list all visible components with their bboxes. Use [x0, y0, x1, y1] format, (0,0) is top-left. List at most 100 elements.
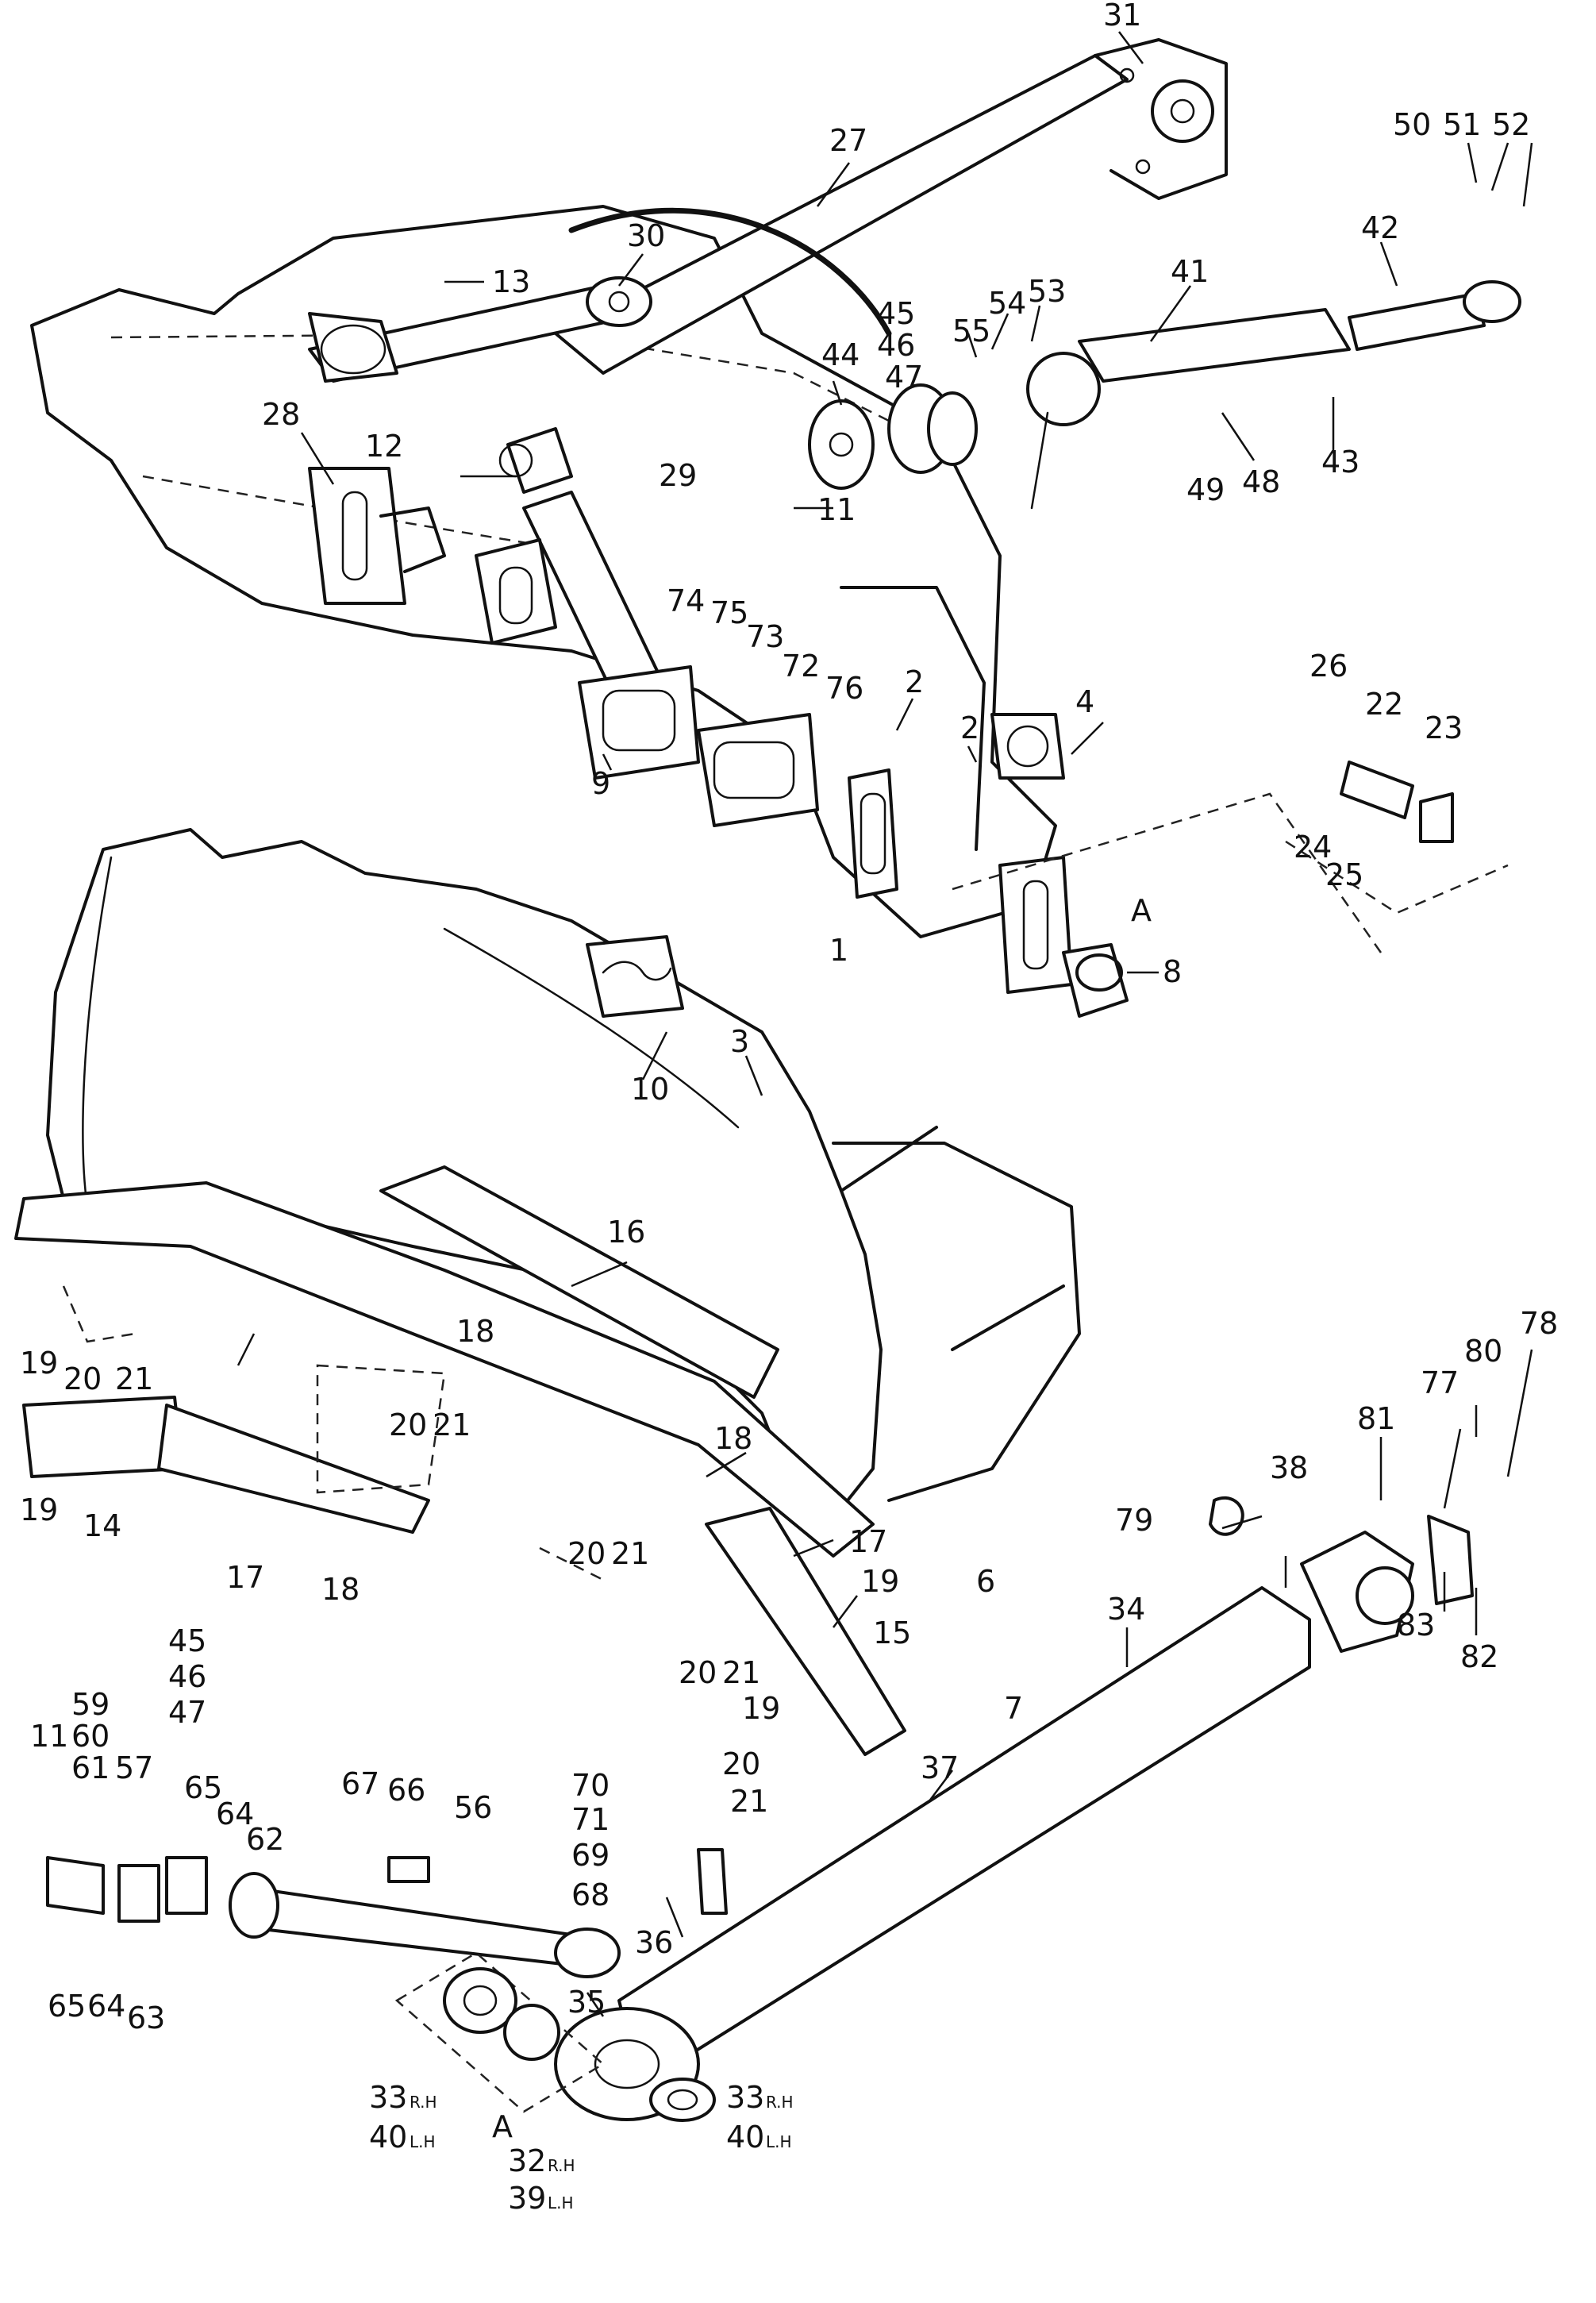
callout-39-lh: L.H — [548, 2193, 574, 2212]
callout-54: 54 — [988, 286, 1026, 321]
callout-83: 83 — [1397, 1608, 1435, 1643]
callout-49: 49 — [1186, 472, 1225, 507]
adjust-plates-left — [46, 1856, 208, 1923]
callout-60: 60 — [71, 1719, 110, 1754]
callout-69: 69 — [571, 1838, 610, 1873]
callout-2-b: 2 — [960, 711, 979, 745]
callout-30: 30 — [627, 218, 665, 253]
callout-57: 57 — [115, 1750, 153, 1785]
callout-19-b: 19 — [20, 1492, 58, 1527]
callout-47-top: 47 — [885, 360, 923, 395]
hydraulic-hose — [568, 207, 892, 337]
callout-20-d: 20 — [679, 1655, 717, 1690]
callout-28: 28 — [262, 397, 300, 432]
callout-46-bottom: 46 — [168, 1659, 206, 1694]
callout-75: 75 — [710, 595, 748, 630]
callout-20-e: 20 — [722, 1747, 760, 1781]
callout-35: 35 — [567, 1985, 606, 2020]
callout-67: 67 — [341, 1766, 379, 1801]
callout-53: 53 — [1028, 274, 1066, 309]
callout-26: 26 — [1309, 649, 1348, 684]
trunnion-assembly — [308, 276, 652, 494]
callout-66: 66 — [387, 1773, 425, 1808]
callout-62: 62 — [246, 1822, 284, 1857]
callout-12: 12 — [365, 429, 403, 464]
callout-41: 41 — [1171, 254, 1209, 289]
callout-43: 43 — [1321, 445, 1359, 479]
callout-17-a: 17 — [226, 1560, 264, 1595]
callout-68: 68 — [571, 1877, 610, 1912]
callout-70: 70 — [571, 1768, 610, 1803]
callout-32-rh: R.H — [548, 2156, 575, 2175]
callout-65-b: 65 — [48, 1989, 86, 2024]
callout-82: 82 — [1460, 1639, 1498, 1674]
callout-52: 52 — [1492, 107, 1530, 142]
callout-23: 23 — [1425, 711, 1463, 745]
callout-10: 10 — [631, 1072, 669, 1107]
callout-55: 55 — [952, 314, 990, 349]
callout-40-a-lh: L.H — [410, 2132, 436, 2151]
callout-80: 80 — [1464, 1334, 1502, 1369]
callout-22: 22 — [1365, 687, 1403, 722]
callout-29: 29 — [659, 458, 697, 493]
callout-61: 61 — [71, 1750, 110, 1785]
callout-33-b-rh: R.H — [766, 2093, 794, 2112]
callout-31: 31 — [1103, 0, 1141, 33]
ball-joint-81 — [1209, 1496, 1474, 1653]
callout-39: 39 — [508, 2181, 546, 2216]
callout-63: 63 — [127, 2001, 165, 2035]
callout-21-a: 21 — [115, 1361, 153, 1396]
callout-6: 6 — [976, 1564, 995, 1599]
callout-11-bottom: 11 — [30, 1719, 68, 1754]
callout-19-a: 19 — [20, 1346, 58, 1381]
callout-77: 77 — [1421, 1365, 1459, 1400]
callout-25: 25 — [1325, 857, 1363, 892]
callout-14: 14 — [83, 1508, 121, 1543]
cylinder-41 — [1026, 280, 1521, 510]
a-view-box — [952, 792, 1383, 953]
callout-13: 13 — [492, 264, 530, 299]
end-bit-17-left — [157, 1404, 430, 1534]
callout-7: 7 — [1004, 1691, 1023, 1726]
callout-44: 44 — [821, 337, 860, 372]
callout-8: 8 — [1163, 954, 1182, 989]
callouts: 31 27 30 13 28 12 29 44 45 46 47 55 54 5… — [20, 0, 1558, 2216]
bottom-group-box — [394, 1951, 606, 2113]
plate-28 — [308, 467, 446, 605]
pin-68 — [387, 1848, 728, 1915]
discs-44-47 — [808, 383, 978, 490]
callout-40-a: 40 — [369, 2120, 407, 2155]
callout-15: 15 — [873, 1616, 911, 1650]
stay-56 — [229, 1872, 621, 1978]
callout-16: 16 — [607, 1215, 645, 1250]
plate-4 — [990, 713, 1065, 780]
callout-2-a: 2 — [905, 664, 924, 699]
callout-21-e: 21 — [730, 1784, 768, 1819]
bolt-group-lines — [62, 1285, 604, 1581]
callout-40-b: 40 — [726, 2120, 764, 2155]
callout-18-b: 18 — [714, 1421, 752, 1456]
callout-33-a-rh: R.H — [410, 2093, 437, 2112]
callout-a-top: A — [1131, 893, 1152, 928]
callout-20-c: 20 — [567, 1536, 606, 1571]
callout-51: 51 — [1443, 107, 1481, 142]
callout-20-a: 20 — [63, 1361, 102, 1396]
callout-19-c: 19 — [861, 1564, 899, 1599]
callout-40-b-lh: L.H — [766, 2132, 792, 2151]
callout-27: 27 — [829, 123, 867, 158]
callout-64-a: 64 — [216, 1797, 254, 1831]
callout-21-b: 21 — [433, 1408, 471, 1442]
callout-18-c: 18 — [321, 1572, 360, 1607]
callout-64-b: 64 — [87, 1989, 125, 2024]
bracket-8 — [998, 856, 1129, 1018]
callout-11-top: 11 — [817, 492, 856, 527]
callout-21-c: 21 — [611, 1536, 649, 1571]
link-column — [475, 491, 819, 827]
pin-group-line — [1285, 840, 1509, 915]
callout-34: 34 — [1107, 1592, 1145, 1627]
callout-38: 38 — [1270, 1450, 1308, 1485]
callout-33-b: 33 — [726, 2080, 764, 2115]
callout-74: 74 — [667, 583, 705, 618]
callout-37: 37 — [921, 1750, 959, 1785]
leader-lines — [237, 31, 1533, 2017]
